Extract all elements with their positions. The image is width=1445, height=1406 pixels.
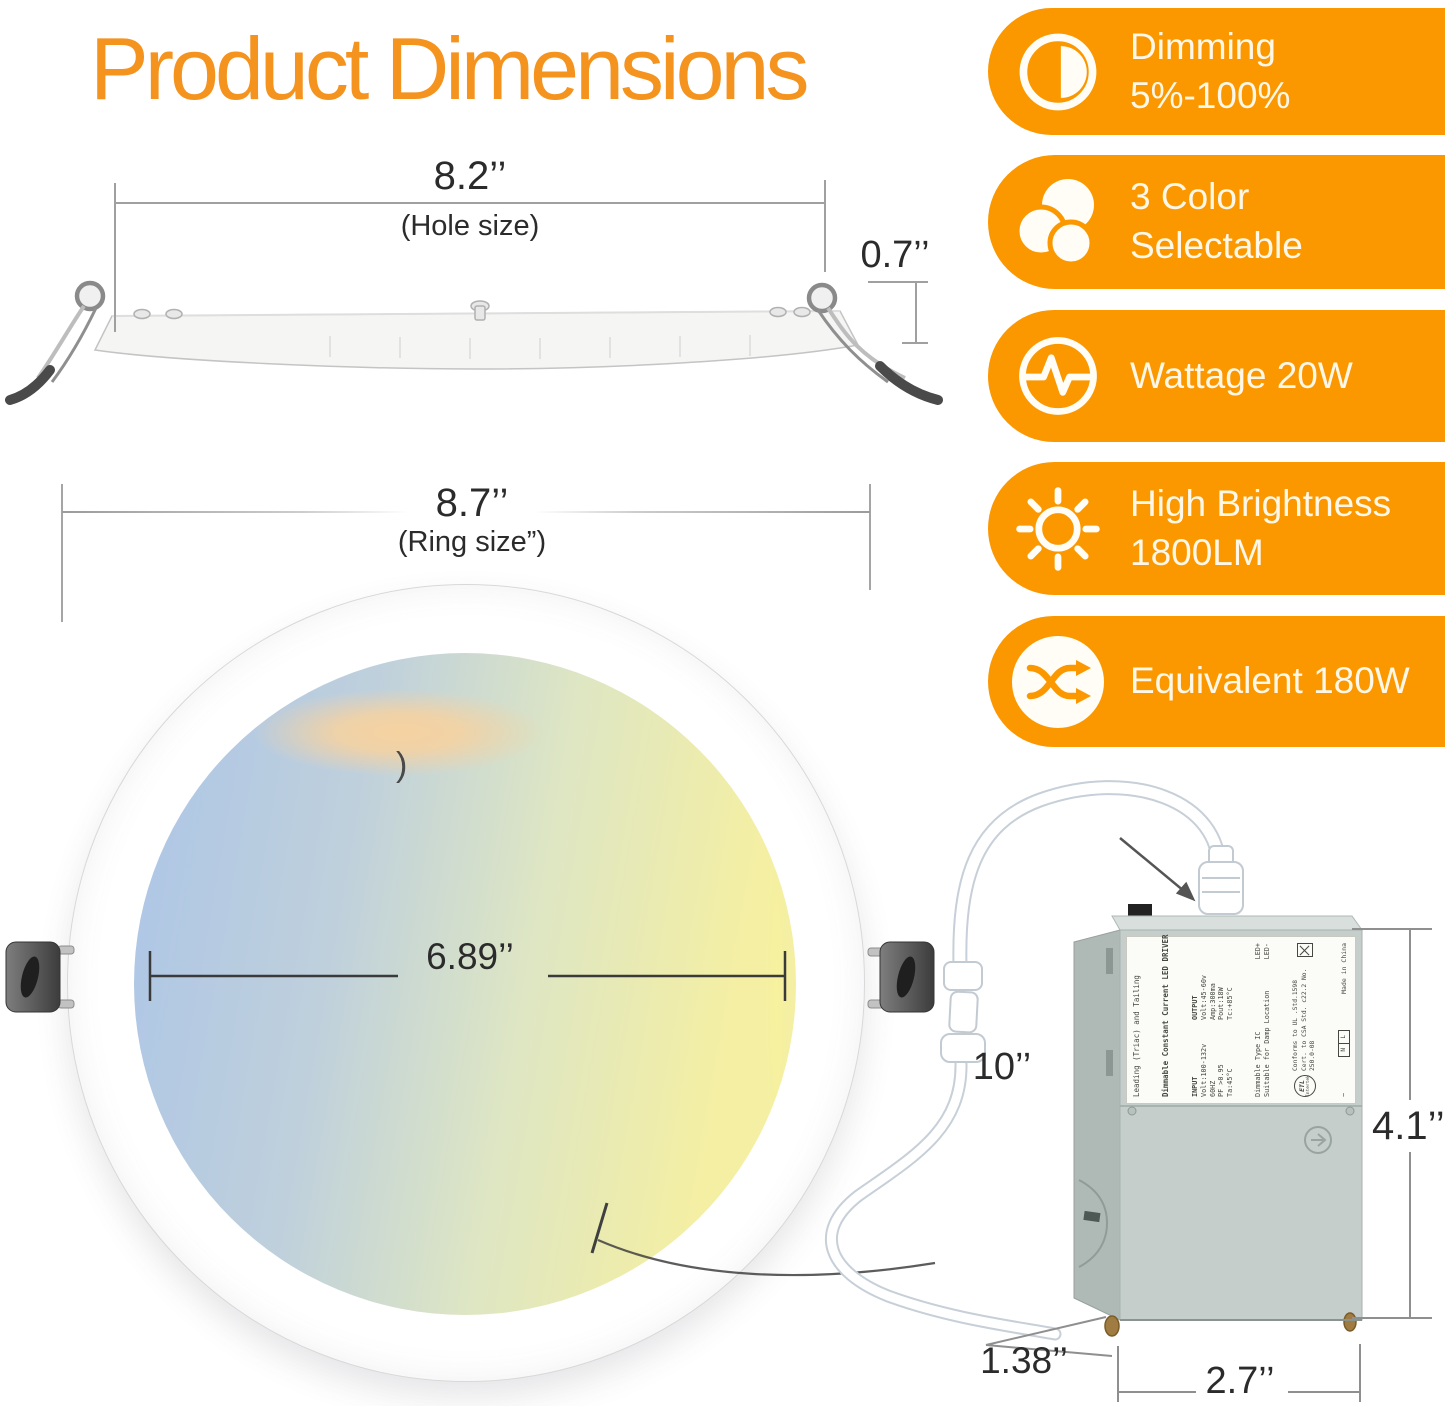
driver-label-line2: Dimmable Constant Current LED DRIVER bbox=[1161, 934, 1171, 1097]
dimming-icon bbox=[1002, 24, 1114, 120]
box-depth-value: 1.38’’ bbox=[980, 1340, 1068, 1381]
box-width-dimension bbox=[1117, 1344, 1361, 1402]
downlight-lens-gradient bbox=[134, 653, 796, 1315]
cable-strain-connector bbox=[1198, 845, 1244, 915]
trim-clip-left bbox=[5, 941, 75, 1013]
box-logo-stamp bbox=[1304, 1126, 1332, 1154]
wire-leader-line bbox=[590, 1202, 936, 1277]
fixture-side-view bbox=[5, 280, 943, 405]
spring-clip-right bbox=[806, 282, 943, 405]
connector-cable bbox=[824, 780, 1227, 1341]
lens-diameter-value: 6.89’’ bbox=[426, 936, 514, 977]
brightness-icon bbox=[1002, 481, 1114, 577]
connector-pointer-arrow bbox=[1119, 837, 1196, 902]
driver-io-table: INPUT Volt:100-132v 60HZ PF >0.95 Ta:45°… bbox=[1190, 974, 1234, 1097]
badge-label: Equivalent 180W bbox=[1130, 660, 1410, 702]
panel-height-dimension bbox=[868, 281, 928, 344]
page-title: Product Dimensions bbox=[90, 19, 809, 118]
box-height-dimension bbox=[1352, 928, 1432, 1319]
driver-label-line1: Leading (Triac) and Tailing bbox=[1132, 975, 1141, 1097]
cable-length-value: 10’’ bbox=[972, 1046, 1032, 1088]
lens-diameter-dimension bbox=[148, 951, 787, 1001]
box-height-value: 4.1’’ bbox=[1372, 1104, 1445, 1148]
stray-parenthesis-mark: ) bbox=[396, 746, 408, 784]
badge-equivalent: Equivalent 180W bbox=[988, 616, 1445, 747]
inline-quick-connector bbox=[940, 961, 986, 1063]
panel-height-value: 0.7’’ bbox=[860, 234, 930, 276]
hole-size-caption: (Hole size) bbox=[400, 210, 540, 242]
badge-wattage: Wattage 20W bbox=[988, 310, 1445, 442]
terminal-diagram: N L bbox=[1337, 1029, 1350, 1057]
fixture-screws bbox=[133, 300, 811, 321]
trim-clip-right bbox=[867, 941, 935, 1013]
driver-spec-label: Leading (Triac) and Tailing Dimmable Con… bbox=[1126, 934, 1356, 1104]
box-width-value: 2.7’’ bbox=[1205, 1360, 1275, 1402]
ring-size-caption: (Ring size”) bbox=[397, 526, 547, 558]
hole-size-dimension bbox=[114, 180, 826, 332]
box-depth-dimension bbox=[985, 1316, 1113, 1357]
three-color-icon bbox=[1002, 172, 1114, 272]
wattage-icon bbox=[1002, 328, 1114, 424]
equivalent-icon bbox=[1002, 632, 1114, 732]
ring-size-dimension bbox=[61, 484, 871, 622]
ring-size-value: 8.7’’ bbox=[435, 481, 509, 525]
etl-mark: ETL Intertek bbox=[1293, 1075, 1316, 1097]
spring-clip-left bbox=[5, 280, 106, 405]
badge-label: Wattage 20W bbox=[1130, 354, 1353, 396]
hole-size-value: 8.2’’ bbox=[433, 154, 507, 198]
weee-bin-icon bbox=[1296, 943, 1313, 957]
